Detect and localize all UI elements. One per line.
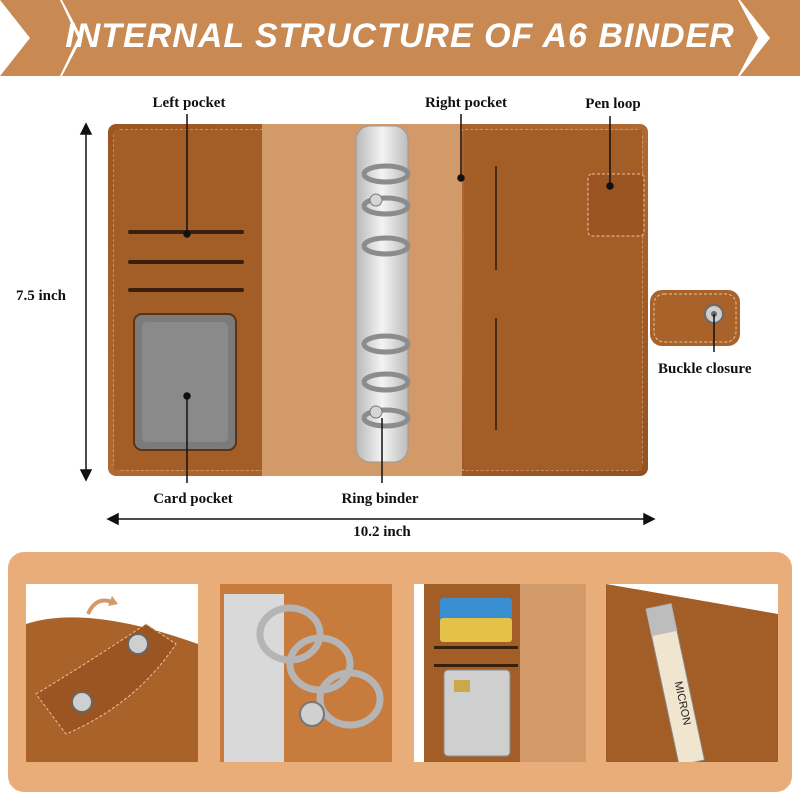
buckle-closure-label: Buckle closure	[658, 361, 752, 377]
pen-loop-photo: MICRON	[606, 584, 778, 762]
height-label: 7.5 inch	[16, 288, 67, 304]
ring-binder-label: Ring binder	[341, 491, 419, 507]
banner-ribbon	[0, 0, 800, 76]
detail-photos-panel: MICRON	[8, 552, 792, 792]
title-banner: INTERNAL STRUCTURE OF A6 BINDER	[0, 0, 800, 78]
binder-diagram: Left pocket Right pocket Pen loop Buckle…	[0, 78, 800, 548]
left-pocket-panel	[114, 130, 262, 470]
card-pocket-image	[414, 584, 586, 762]
pen-loop-image: MICRON	[606, 584, 778, 762]
height-dimension	[79, 122, 93, 482]
callout-lines	[183, 114, 715, 483]
ring-binder-image	[220, 584, 392, 762]
left-pocket-label: Left pocket	[152, 95, 226, 111]
buckle-closure-photo	[26, 584, 198, 762]
buckle-closure-image	[26, 584, 198, 762]
width-label: 10.2 inch	[353, 524, 411, 540]
ring-binder-photo	[220, 584, 392, 762]
ring-binder	[355, 125, 411, 463]
pen-loop	[587, 173, 645, 237]
card-pocket-label: Card pocket	[153, 491, 233, 507]
binder-illustration	[79, 114, 740, 526]
right-pocket-label: Right pocket	[424, 95, 508, 111]
width-dimension	[106, 512, 656, 526]
card-pocket-photo	[414, 584, 586, 762]
buckle-tab	[650, 290, 740, 346]
banner-title: INTERNAL STRUCTURE OF A6 BINDER	[65, 16, 735, 55]
pen-loop-label: Pen loop	[585, 96, 641, 112]
